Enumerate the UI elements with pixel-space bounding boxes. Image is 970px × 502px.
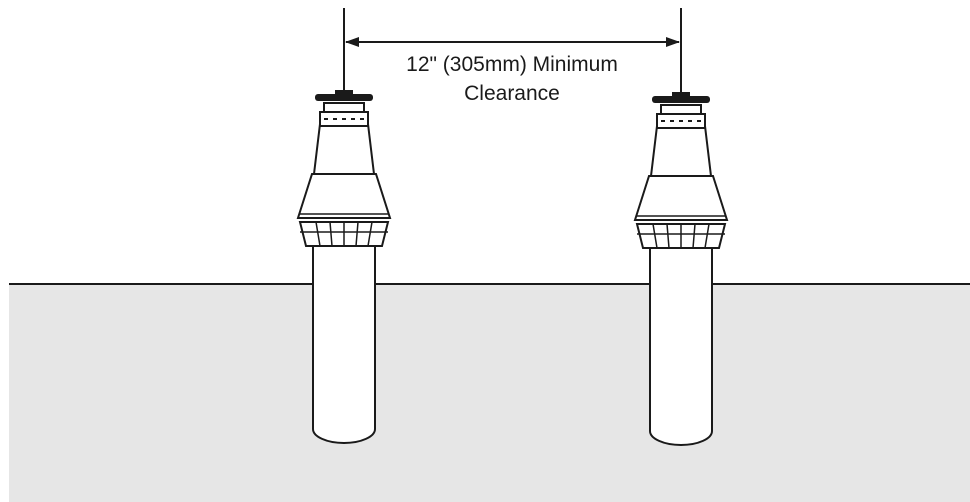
clearance-label-line2: Clearance	[464, 82, 560, 105]
clearance-label-line1: 12" (305mm) Minimum	[406, 53, 618, 76]
ground-surface	[9, 284, 970, 502]
